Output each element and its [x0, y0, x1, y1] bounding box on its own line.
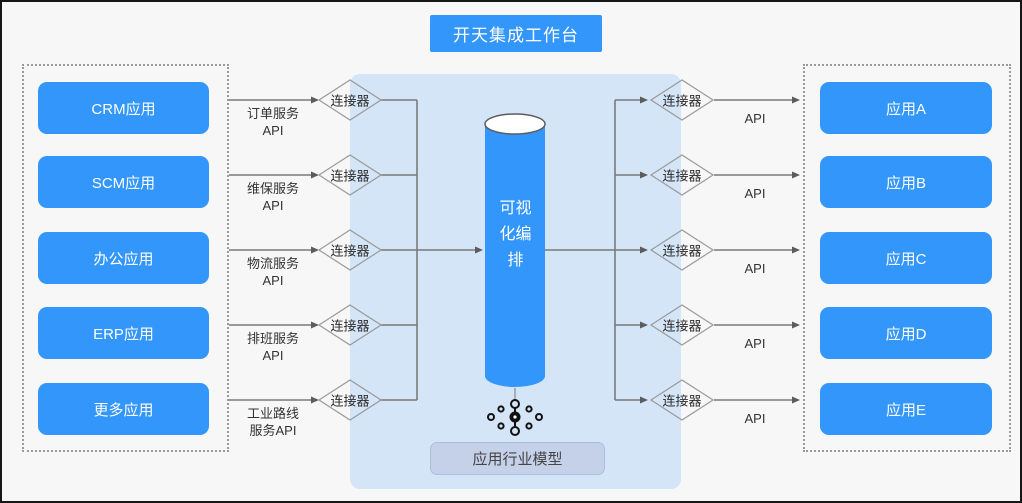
connector-diamond [649, 229, 715, 271]
connector-diamond [317, 379, 383, 421]
connector-diamond [649, 304, 715, 346]
app-button-erp[interactable]: ERP应用 [38, 307, 209, 359]
connector-diamond [317, 229, 383, 271]
connector-label: 连接器 [330, 168, 370, 184]
app-button-d[interactable]: 应用D [820, 307, 992, 359]
network-nodes-icon [487, 399, 543, 436]
connector-diamond [317, 79, 383, 121]
source-apps-group-box [22, 64, 229, 452]
app-button-a[interactable]: 应用A [820, 82, 992, 134]
api-label: API [744, 336, 766, 351]
connector-label: 连接器 [330, 318, 370, 334]
app-button-crm[interactable]: CRM应用 [38, 82, 209, 134]
app-button-e[interactable]: 应用E [820, 383, 992, 435]
app-button-scm[interactable]: SCM应用 [38, 156, 209, 208]
api-label: API [744, 186, 766, 201]
app-button-c[interactable]: 应用C [820, 232, 992, 284]
connector-label: 连接器 [662, 93, 702, 109]
connector-diamond [649, 379, 715, 421]
connector-label: 连接器 [662, 168, 702, 184]
connector-label: 连接器 [330, 393, 370, 409]
connector-label: 连接器 [330, 243, 370, 259]
connector-label: 连接器 [662, 393, 702, 409]
app-button-b[interactable]: 应用B [820, 156, 992, 208]
api-label: API [744, 111, 766, 126]
connector-diamond [317, 304, 383, 346]
orchestration-cylinder [484, 113, 546, 387]
connector-label: 连接器 [662, 243, 702, 259]
connector-diamond [317, 154, 383, 196]
connector-diamond [649, 79, 715, 121]
connector-diamond [649, 154, 715, 196]
connector-label: 连接器 [330, 93, 370, 109]
page-title: 开天集成工作台 [430, 15, 602, 52]
app-button-office[interactable]: 办公应用 [38, 232, 209, 284]
api-label: API [744, 261, 766, 276]
target-apps-group-box [803, 64, 1011, 452]
connector-label: 连接器 [662, 318, 702, 334]
service-label-industrial-route: 工业路线服务API [246, 406, 299, 438]
industry-model-box[interactable]: 应用行业模型 [430, 442, 605, 475]
cylinder-label: 可视化编排 [499, 200, 532, 269]
api-label: API [744, 411, 766, 426]
app-button-more[interactable]: 更多应用 [38, 383, 209, 435]
